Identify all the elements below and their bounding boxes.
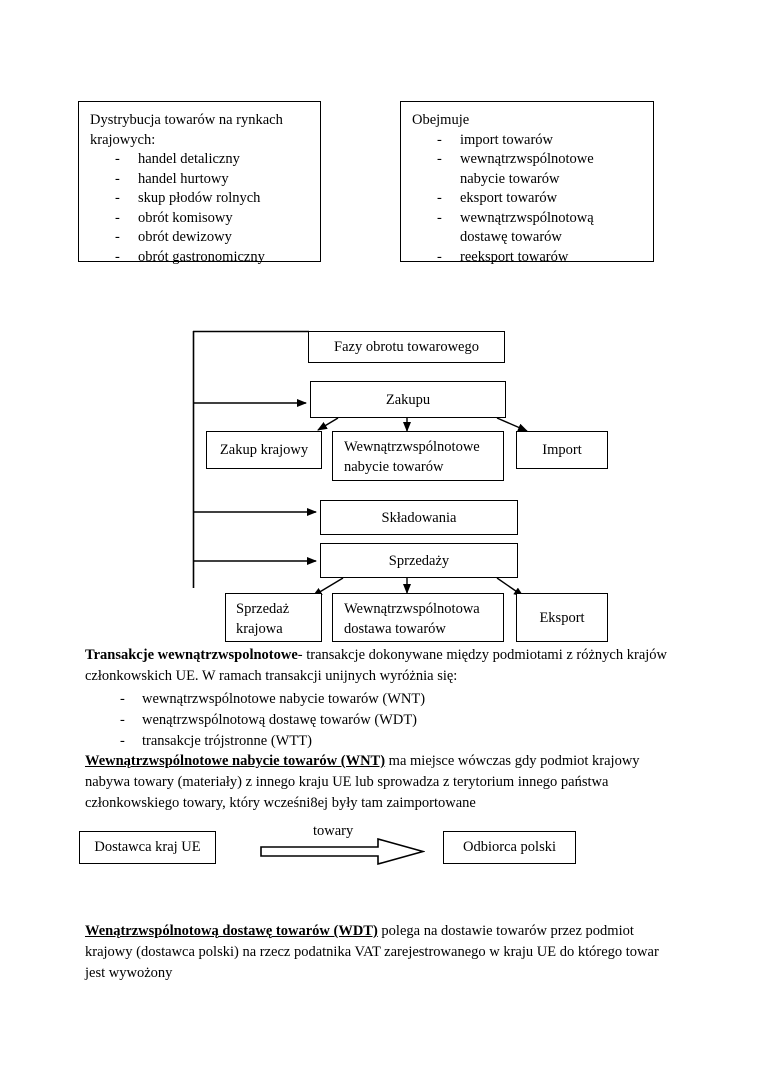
- list-item: - wewnątrzwspólnotowe nabycie towarów (WN…: [85, 689, 673, 710]
- list-item-label: obrót komisowy: [138, 209, 233, 226]
- wdt-paragraph: Wenątrzwspólnotową dostawę towarów (WDT)…: [85, 921, 673, 984]
- wnt-term: Wewnątrzwspólnotowe nabycie towarów (WNT…: [85, 753, 386, 769]
- flow-arrow-label: towary: [313, 823, 354, 839]
- wdt-term: Wenątrzwspólnotową dostawę towarów (WDT): [85, 923, 378, 939]
- list-item-label: wewnątrzwspólnotową dostawę towarów: [460, 209, 594, 246]
- dash-marker: -: [115, 151, 120, 167]
- list-item: - wewnątrzwspólnotową dostawę towarów: [412, 209, 643, 248]
- scope-box-list: - import towarów - wewnątrzwspólnotowe nab…: [412, 131, 643, 268]
- list-item: - reeksport towarów: [412, 248, 643, 268]
- phase-sales-box: Sprzedaży: [320, 543, 518, 578]
- purchase-child-domestic: Zakup krajowy: [206, 431, 322, 469]
- dash-marker: -: [120, 691, 125, 707]
- list-item-label: obrót gastronomiczny: [138, 248, 265, 265]
- dash-marker: -: [115, 248, 120, 265]
- list-item-label: wewnątrzwspólnotowe nabycie towarów (WNT…: [142, 691, 426, 707]
- list-item-label: wewnątrzwspólnotowe nabycie towarów: [460, 151, 594, 187]
- list-item-label: reeksport towarów: [460, 248, 569, 265]
- list-item-label: handel detaliczny: [138, 151, 240, 167]
- transactions-lead-text: - transakcje dokonywane między podmiotam…: [85, 647, 668, 684]
- list-item: - handel detaliczny: [90, 150, 310, 170]
- wdt-body: polega na dostawie towarów przez podmiot…: [85, 923, 659, 981]
- distribution-box-heading: Dystrybucja towarów na rynkach krajowych…: [90, 112, 283, 148]
- list-item-label: handel hurtowy: [138, 170, 229, 187]
- list-item: - obrót gastronomiczny: [90, 248, 310, 268]
- phase-title-box: Fazy obrotu towarowego: [308, 331, 505, 363]
- phase-purchase-box: Zakupu: [310, 381, 506, 418]
- list-item: - obrót dewizowy: [90, 228, 310, 248]
- dash-marker: -: [437, 131, 442, 148]
- wnt-body: ma miejsce wówczas gdy podmiot krajowy n…: [85, 753, 640, 811]
- dash-marker: -: [115, 209, 120, 226]
- list-item-label: wenątrzwspólnotową dostawę towarów (WDT): [142, 712, 418, 728]
- wnt-paragraph: Wewnątrzwspólnotowe nabycie towarów (WNT…: [85, 751, 673, 814]
- dash-marker: -: [437, 190, 442, 206]
- purchase-child-intra-eu-acquisition: Wewnątrzwspólnotowe nabycie towarów: [332, 431, 504, 481]
- sales-child-export: Eksport: [516, 593, 608, 642]
- transactions-list: - wewnątrzwspólnotowe nabycie towarów (WN…: [85, 689, 673, 752]
- supplier-box: Dostawca kraj UE: [79, 831, 216, 864]
- sales-child-domestic: Sprzedaż krajowa: [225, 593, 322, 642]
- list-item-label: eksport towarów: [460, 190, 558, 206]
- list-item-label: obrót dewizowy: [138, 229, 232, 245]
- scope-box-heading: Obejmuje: [412, 112, 470, 128]
- transactions-lead-term: Transakcje wewnątrzwspolnotowe: [85, 647, 298, 663]
- list-item-label: skup płodów rolnych: [138, 190, 261, 206]
- list-item: - wewnątrzwspólnotowe nabycie towarów: [412, 150, 643, 189]
- dash-marker: -: [115, 170, 120, 187]
- list-item: - eksport towarów: [412, 189, 643, 209]
- list-item: - handel hurtowy: [90, 170, 310, 190]
- list-item-label: transakcje trójstronne (WTT): [142, 733, 312, 749]
- phase-storage-box: Składowania: [320, 500, 518, 535]
- scope-box: Obejmuje - import towarów - wewnątrzwspóln…: [400, 101, 654, 265]
- dash-marker: -: [437, 248, 442, 265]
- transactions-paragraph: Transakcje wewnątrzwspolnotowe- transakc…: [85, 645, 673, 687]
- list-item-label: import towarów: [460, 131, 554, 148]
- dash-marker: -: [115, 190, 120, 206]
- list-item: - import towarów: [412, 131, 643, 151]
- sales-child-intra-eu-supply: Wewnątrzwspólnotowa dostawa towarów: [332, 593, 504, 642]
- dash-marker: -: [120, 712, 125, 728]
- list-item: - skup płodów rolnych: [90, 189, 310, 209]
- block-arrow-icon: [260, 838, 425, 866]
- distribution-box: Dystrybucja towarów na rynkach krajowych…: [78, 101, 321, 265]
- purchase-child-import: Import: [516, 431, 608, 469]
- list-item: - transakcje trójstronne (WTT): [85, 731, 673, 752]
- dash-marker: -: [115, 229, 120, 245]
- dash-marker: -: [437, 151, 442, 167]
- dash-marker: -: [437, 209, 442, 226]
- dash-marker: -: [120, 733, 125, 749]
- list-item: - wenątrzwspólnotową dostawę towarów (WDT…: [85, 710, 673, 731]
- distribution-box-list: - handel detaliczny - handel hurtowy - skup…: [90, 150, 310, 267]
- list-item: - obrót komisowy: [90, 209, 310, 229]
- recipient-box: Odbiorca polski: [443, 831, 576, 864]
